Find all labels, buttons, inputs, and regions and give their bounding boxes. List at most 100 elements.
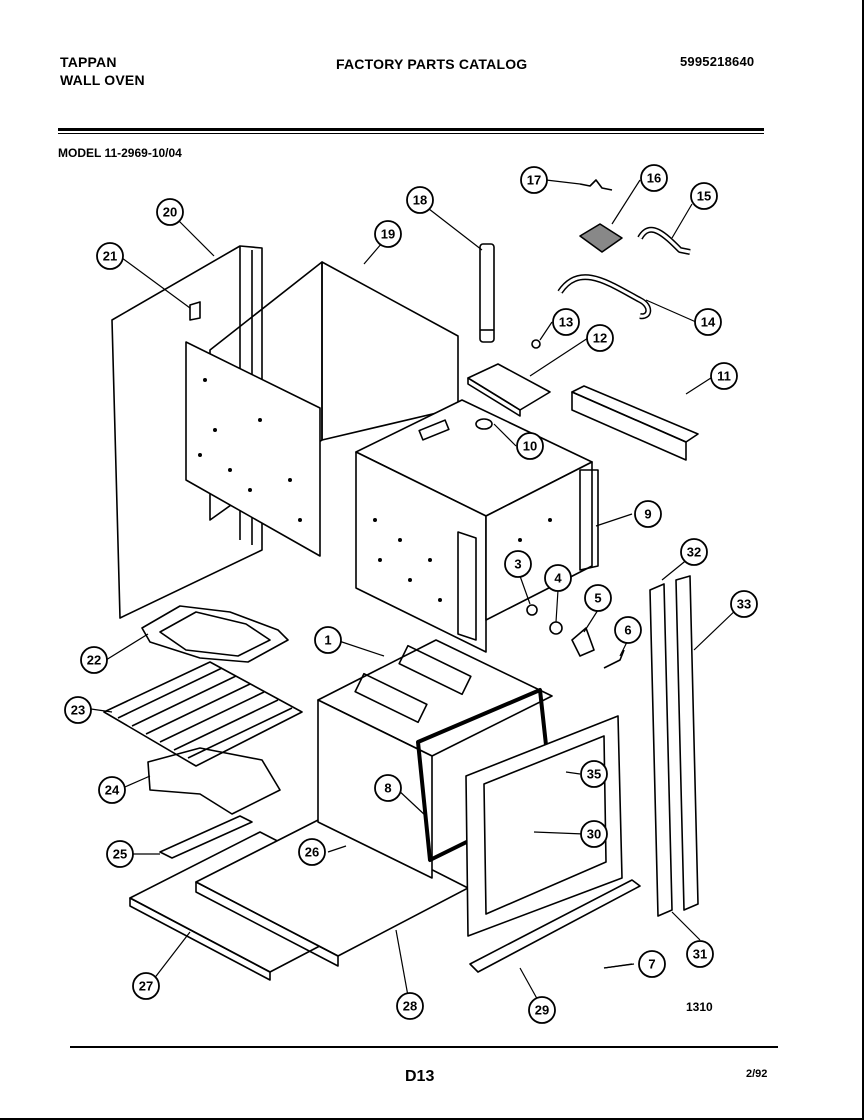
callout-label: 9 xyxy=(644,507,651,522)
callout-circle xyxy=(552,308,580,336)
callout-circle xyxy=(516,432,544,460)
callout-label: 26 xyxy=(305,845,319,860)
callout-label: 24 xyxy=(105,783,120,798)
callout-circle xyxy=(156,198,184,226)
callout-circle xyxy=(106,840,134,868)
callout-circle xyxy=(694,308,722,336)
revision-date: 2/92 xyxy=(746,1068,768,1080)
callout-label: 10 xyxy=(523,439,537,454)
callout-circle xyxy=(584,584,612,612)
callout-circle xyxy=(98,776,126,804)
callout-6: 6 xyxy=(614,616,642,644)
callout-8: 8 xyxy=(374,774,402,802)
callout-20: 20 xyxy=(156,198,184,226)
callout-label: 8 xyxy=(384,781,391,796)
callout-label: 14 xyxy=(701,315,716,330)
callout-3: 3 xyxy=(504,550,532,578)
callout-label: 20 xyxy=(163,205,177,220)
callout-label: 32 xyxy=(687,545,701,560)
callout-18: 18 xyxy=(406,186,434,214)
callout-label: 30 xyxy=(587,827,601,842)
callout-11: 11 xyxy=(710,362,738,390)
callout-label: 29 xyxy=(535,1003,549,1018)
callout-label: 27 xyxy=(139,979,153,994)
callout-circle xyxy=(638,950,666,978)
callout-31: 31 xyxy=(686,940,714,968)
callout-10: 10 xyxy=(516,432,544,460)
part-rail xyxy=(571,385,699,461)
brand-line-1: TAPPAN xyxy=(60,54,117,70)
callout-circle xyxy=(730,590,758,618)
callout-19: 19 xyxy=(374,220,402,248)
part-grille xyxy=(579,223,623,253)
callout-4: 4 xyxy=(544,564,572,592)
footer-rule xyxy=(70,1046,778,1048)
callout-circle xyxy=(586,324,614,352)
part-bracket xyxy=(467,363,551,417)
callout-9: 9 xyxy=(634,500,662,528)
callout-label: 33 xyxy=(737,597,751,612)
callout-label: 23 xyxy=(71,703,85,718)
callout-circle xyxy=(520,166,548,194)
diagram-code: 1310 xyxy=(686,1000,713,1014)
callout-circle xyxy=(64,696,92,724)
callout-circle xyxy=(374,774,402,802)
part-oven-wrapper xyxy=(185,261,459,557)
callout-circle xyxy=(580,760,608,788)
part-burner-box xyxy=(355,399,599,653)
callout-circle xyxy=(690,182,718,210)
callout-label: 6 xyxy=(624,623,631,638)
callout-17: 17 xyxy=(520,166,548,194)
callout-29: 29 xyxy=(528,996,556,1024)
callout-label: 28 xyxy=(403,999,417,1014)
callout-label: 22 xyxy=(87,653,101,668)
catalog-number: 5995218640 xyxy=(680,54,755,69)
callout-circle xyxy=(528,996,556,1024)
callout-15: 15 xyxy=(690,182,718,210)
callout-label: 7 xyxy=(648,957,655,972)
callout-33: 33 xyxy=(730,590,758,618)
callout-label: 1 xyxy=(324,633,331,648)
callout-circle xyxy=(132,972,160,1000)
callout-circle xyxy=(298,838,326,866)
callout-5: 5 xyxy=(584,584,612,612)
callout-25: 25 xyxy=(106,840,134,868)
header-rule xyxy=(58,128,764,131)
callout-12: 12 xyxy=(586,324,614,352)
part-vent-tube xyxy=(479,243,495,343)
callout-16: 16 xyxy=(640,164,668,192)
callout-label: 17 xyxy=(527,173,541,188)
brand-line-2: WALL OVEN xyxy=(60,72,145,88)
callout-circle xyxy=(406,186,434,214)
callout-28: 28 xyxy=(396,992,424,1020)
callout-label: 31 xyxy=(693,947,707,962)
callout-21: 21 xyxy=(96,242,124,270)
callout-27: 27 xyxy=(132,972,160,1000)
header-rule-thin xyxy=(58,133,764,134)
callout-label: 35 xyxy=(587,767,601,782)
callout-35: 35 xyxy=(580,760,608,788)
callout-circle xyxy=(544,564,572,592)
callout-circle xyxy=(686,940,714,968)
catalog-title: FACTORY PARTS CATALOG xyxy=(336,56,528,72)
callout-circle xyxy=(396,992,424,1020)
callout-23: 23 xyxy=(64,696,92,724)
callout-26: 26 xyxy=(298,838,326,866)
callout-label: 5 xyxy=(594,591,601,606)
scan-edge-bottom xyxy=(0,1118,864,1120)
callout-7: 7 xyxy=(638,950,666,978)
callout-label: 13 xyxy=(559,315,573,330)
page-code: D13 xyxy=(405,1068,435,1085)
callout-circle xyxy=(314,626,342,654)
callout-14: 14 xyxy=(694,308,722,336)
callout-30: 30 xyxy=(580,820,608,848)
callout-label: 12 xyxy=(593,331,607,346)
callout-label: 15 xyxy=(697,189,711,204)
callout-label: 4 xyxy=(554,571,562,586)
callout-label: 16 xyxy=(647,171,661,186)
callout-label: 3 xyxy=(514,557,521,572)
callout-label: 25 xyxy=(113,847,127,862)
callout-label: 21 xyxy=(103,249,117,264)
callout-circle xyxy=(710,362,738,390)
